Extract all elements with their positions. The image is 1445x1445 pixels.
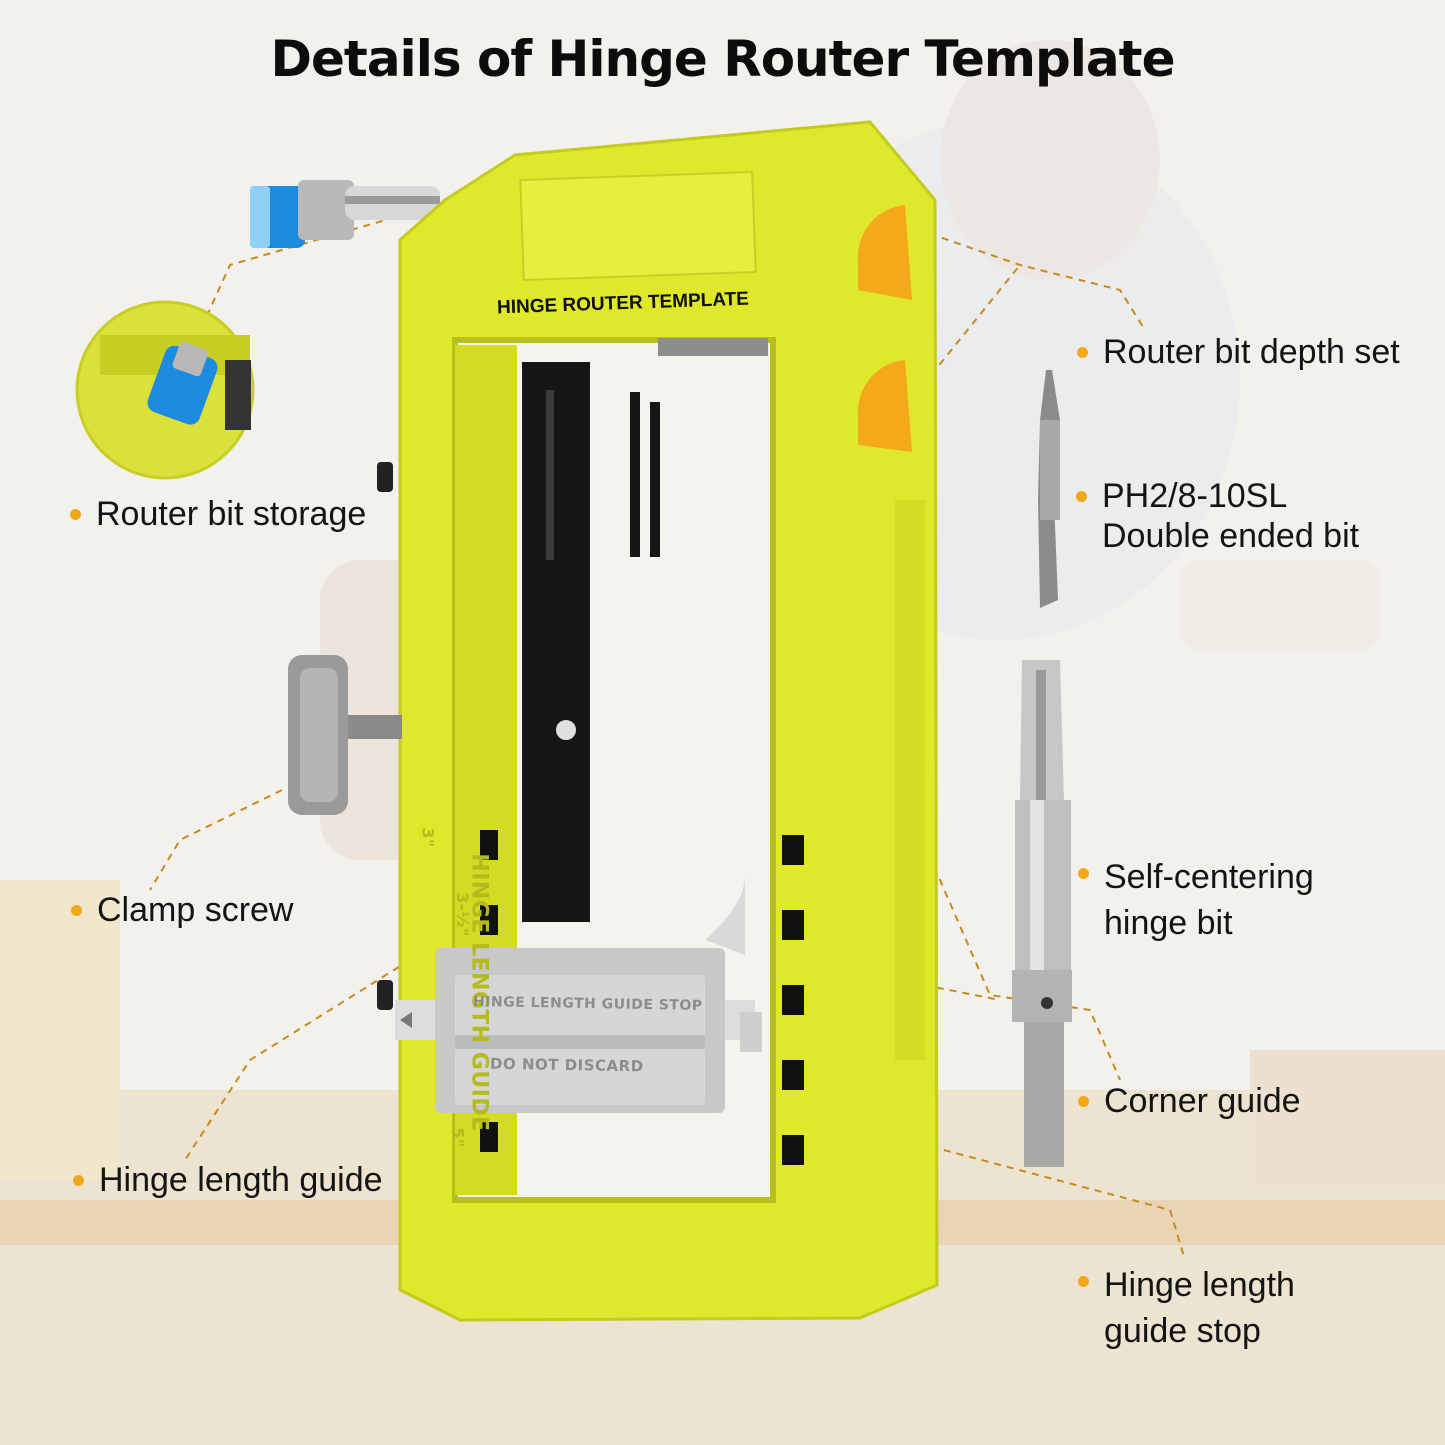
callout-text: Router bit depth set — [1103, 333, 1400, 371]
callout-corner-guide: Corner guide — [1078, 1081, 1301, 1121]
bullet-icon — [73, 1175, 84, 1186]
callout-self-centering-hinge-bit: Self-centering hinge bit — [1078, 854, 1314, 946]
do-not-discard-label: DO NOT DISCARD — [489, 1054, 644, 1076]
callout-router-bit-storage: Router bit storage — [70, 494, 367, 534]
bullet-icon — [1076, 491, 1087, 502]
scale-mark-3-5: 3-½" — [452, 892, 472, 937]
self-centering-hinge-bit — [1012, 660, 1072, 1167]
clamp-screw — [288, 655, 402, 815]
bullet-icon — [1078, 1096, 1089, 1107]
callout-text-line-2: Double ended bit — [1102, 517, 1360, 555]
callout-hinge-length-guide-stop: Hinge length guide stop — [1078, 1262, 1295, 1354]
bullet-icon — [71, 905, 82, 916]
bullet-icon — [1078, 1276, 1089, 1287]
bullet-icon — [1077, 347, 1088, 358]
scale-mark-5: 5" — [448, 1127, 468, 1148]
router-bit — [250, 180, 440, 248]
callout-text-line-2: hinge bit — [1104, 904, 1233, 942]
zoom-inset — [75, 300, 255, 480]
scale-mark-3: 3" — [418, 827, 438, 848]
callout-hinge-length-guide: Hinge length guide — [73, 1160, 383, 1200]
callout-clamp-screw: Clamp screw — [71, 890, 294, 930]
callout-text: Clamp screw — [97, 891, 294, 929]
bullet-icon — [1078, 868, 1089, 879]
callout-text-line-1: Self-centering — [1104, 858, 1314, 896]
callout-router-bit-depth-set: Router bit depth set — [1077, 332, 1400, 372]
callout-text-line-1: Hinge length — [1104, 1266, 1295, 1304]
callout-text: Router bit storage — [96, 495, 367, 533]
double-ended-bit — [1038, 370, 1060, 608]
page-title: Details of Hinge Router Template — [270, 30, 1176, 88]
callout-double-ended-bit: PH2/8-10SL Double ended bit — [1076, 476, 1360, 556]
callout-text-line-1: PH2/8-10SL — [1102, 477, 1288, 515]
bullet-icon — [70, 509, 81, 520]
hinge-length-guide-stop — [395, 875, 762, 1113]
callout-text: Corner guide — [1104, 1082, 1301, 1120]
callout-text: Hinge length guide — [99, 1161, 383, 1199]
callout-text-line-2: guide stop — [1104, 1312, 1261, 1350]
